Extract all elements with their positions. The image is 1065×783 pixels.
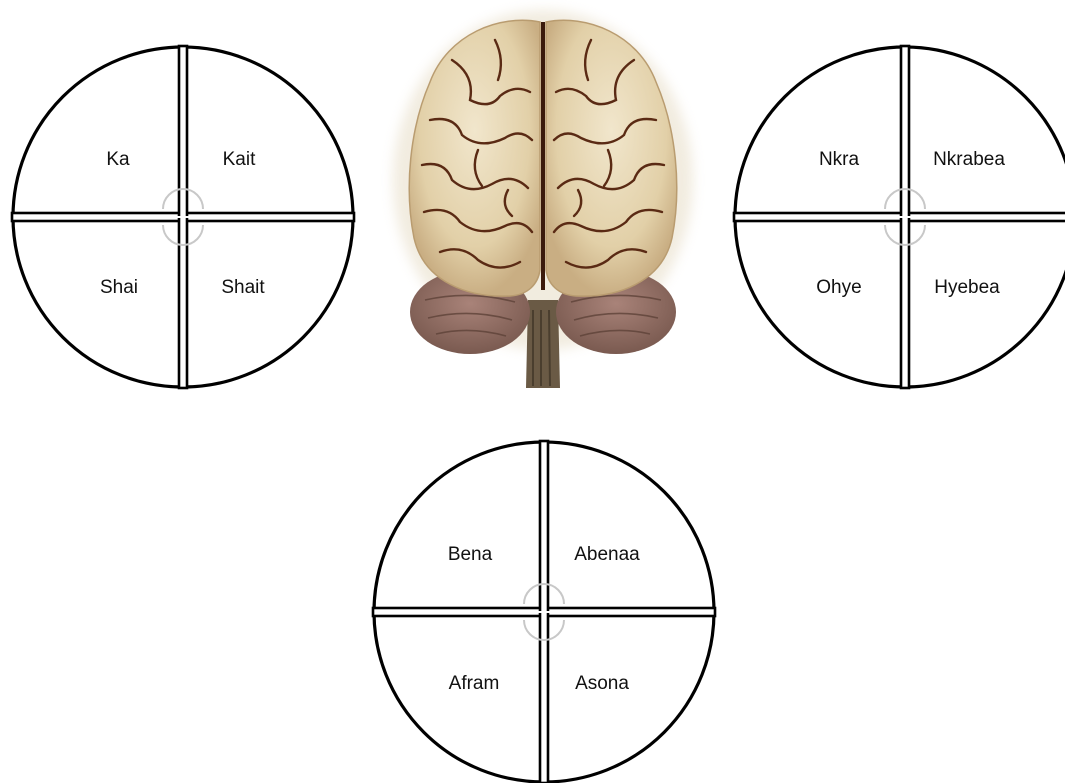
brain-illustration <box>393 10 693 388</box>
quadrant-label-top-left: Nkra <box>819 149 860 170</box>
quadrant-label-bottom-left: Shai <box>100 277 138 298</box>
quadrant-label-top-right: Abenaa <box>574 544 640 565</box>
quadrant-label-bottom-left: Afram <box>449 673 500 694</box>
quadrant-label-bottom-right: Hyebea <box>934 277 1000 298</box>
quadrant-circle-left: Ka Kait Shai Shait <box>12 46 354 388</box>
quadrant-label-top-right: Kait <box>223 149 256 170</box>
quadrant-label-bottom-right: Shait <box>221 277 265 298</box>
quadrant-label-top-left: Ka <box>106 149 130 170</box>
quadrant-label-top-right: Nkrabea <box>933 149 1005 170</box>
quadrant-circle-bottom: Bena Abenaa Afram Asona <box>373 441 715 783</box>
brain-stem <box>526 300 560 388</box>
quadrant-label-bottom-right: Asona <box>575 673 629 694</box>
quadrant-label-bottom-left: Ohye <box>816 277 861 298</box>
quadrant-circle-right: Nkra Nkrabea Ohye Hyebea <box>734 46 1065 388</box>
quadrant-label-top-left: Bena <box>448 544 493 565</box>
